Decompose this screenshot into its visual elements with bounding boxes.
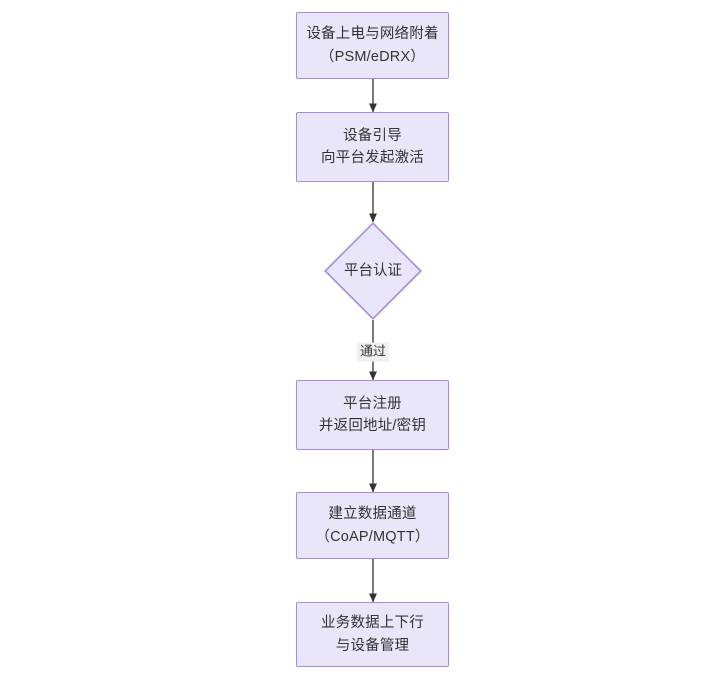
node-platform-auth-decision[interactable]: 平台认证 xyxy=(324,222,422,320)
node-business-data-and-device-management[interactable]: 业务数据上下行 与设备管理 xyxy=(296,602,449,667)
node-device-bootstrap[interactable]: 设备引导 向平台发起激活 xyxy=(296,112,449,182)
diamond-shape xyxy=(324,222,422,320)
edge-label-pass: 通过 xyxy=(356,342,390,362)
node-label: 平台注册 并返回地址/密钥 xyxy=(318,395,427,434)
node-label: 业务数据上下行 与设备管理 xyxy=(321,615,424,654)
node-label: 设备上电与网络附着 （PSM/eDRX） xyxy=(306,26,439,65)
node-establish-data-channel[interactable]: 建立数据通道 （CoAP/MQTT） xyxy=(296,492,449,559)
node-device-power-on[interactable]: 设备上电与网络附着 （PSM/eDRX） xyxy=(296,12,449,79)
node-label: 建立数据通道 （CoAP/MQTT） xyxy=(315,506,430,545)
node-label: 平台认证 xyxy=(344,262,402,279)
node-platform-register[interactable]: 平台注册 并返回地址/密钥 xyxy=(296,380,449,450)
node-label: 设备引导 向平台发起激活 xyxy=(321,127,424,166)
